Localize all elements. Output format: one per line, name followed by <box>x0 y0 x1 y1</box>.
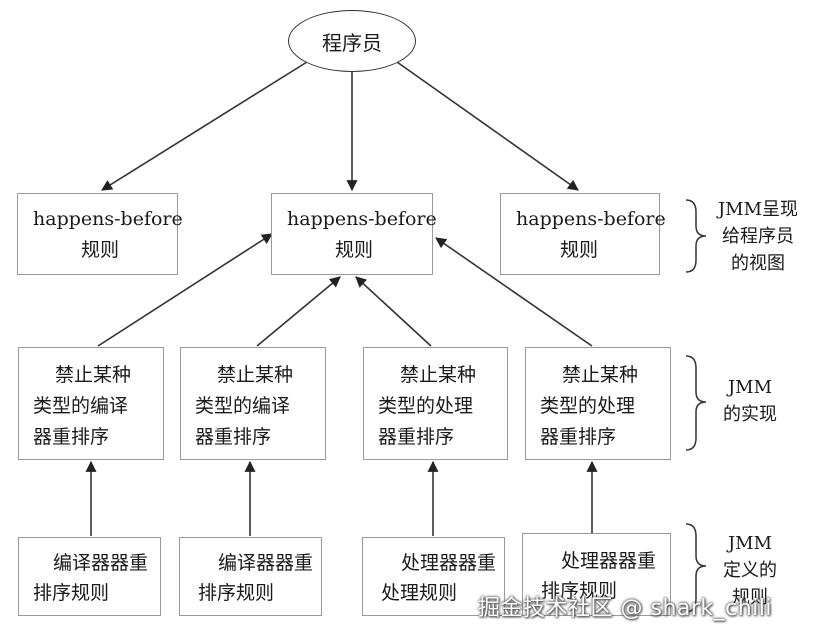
hb-box-right-line2: 规则 <box>560 239 599 261</box>
rule-box-3-line2: 处理规则 <box>381 582 458 604</box>
watermark: 掘金技术社区 @ shark_chili <box>478 596 773 621</box>
hb-box-right: happens-before 规则 <box>500 193 666 275</box>
reorder-box-2-line1: 禁止某种 <box>217 364 294 386</box>
rule-box-1-line2: 排序规则 <box>33 582 110 604</box>
hb-box-center: happens-before 规则 <box>271 193 437 275</box>
hb-box-left-line2: 规则 <box>81 239 120 261</box>
rule-box-1: 编译器器重 排序规则 <box>18 537 161 616</box>
brace-view <box>685 199 707 273</box>
rule-box-3: 处理器器重 处理规则 <box>362 537 505 616</box>
reorder-box-3-line3: 器重排序 <box>378 426 455 448</box>
reorder-box-1-line3: 器重排序 <box>33 426 110 448</box>
rule-box-2-line1: 编译器器重 <box>218 552 314 574</box>
arrow-reorder1-to-hb <box>97 233 273 347</box>
reorder-box-2-line2: 类型的编译 <box>195 395 291 417</box>
hb-box-center-line1: happens-before <box>287 208 437 230</box>
reorder-box-4: 禁止某种 类型的处理 器重排序 <box>525 347 671 460</box>
reorder-box-2: 禁止某种 类型的编译 器重排序 <box>180 347 326 460</box>
rule-box-2: 编译器器重 排序规则 <box>179 537 322 616</box>
rule-box-1-line1: 编译器器重 <box>53 552 149 574</box>
hb-box-right-line1: happens-before <box>516 208 666 230</box>
hb-box-center-line2: 规则 <box>335 239 374 261</box>
rule-box-4-line2: 排序规则 <box>541 580 618 602</box>
reorder-box-2-line3: 器重排序 <box>195 426 272 448</box>
brace-defined <box>685 523 707 613</box>
rule-box-4: 处理器器重 排序规则 <box>522 533 671 616</box>
rule-box-3-line1: 处理器器重 <box>401 552 497 574</box>
rule-box-4-line1: 处理器器重 <box>561 550 657 572</box>
reorder-box-3: 禁止某种 类型的处理 器重排序 <box>363 347 508 460</box>
programmer-label: 程序员 <box>322 30 382 55</box>
hb-box-left: happens-before 规则 <box>17 193 183 275</box>
arrow-reorder3-to-hb <box>355 276 432 347</box>
reorder-box-4-line1: 禁止某种 <box>562 364 639 386</box>
reorder-box-4-line2: 类型的处理 <box>540 395 636 417</box>
rule-box-2-line2: 排序规则 <box>198 582 275 604</box>
arrow-reorder4-to-hb <box>435 237 593 347</box>
arrow-programmer-to-hb-left <box>101 61 308 191</box>
reorder-box-3-line2: 类型的处理 <box>378 395 474 417</box>
programmer-node: 程序员 <box>288 10 416 72</box>
reorder-box-1: 禁止某种 类型的编译 器重排序 <box>18 347 164 460</box>
side-label-view: JMM呈现 给程序员 的视图 <box>717 199 799 274</box>
arrow-reorder2-to-hb <box>256 276 341 347</box>
side-label-impl: JMM 的实现 <box>723 377 777 425</box>
reorder-box-3-line1: 禁止某种 <box>400 364 477 386</box>
brace-impl <box>685 355 707 451</box>
reorder-box-1-line2: 类型的编译 <box>33 395 129 417</box>
side-label-defined: JMM 定义的 规则 <box>723 533 777 608</box>
reorder-box-4-line3: 器重排序 <box>540 426 617 448</box>
arrow-programmer-to-hb-right <box>396 61 579 191</box>
hb-box-left-line1: happens-before <box>33 208 183 230</box>
reorder-box-1-line1: 禁止某种 <box>55 364 132 386</box>
